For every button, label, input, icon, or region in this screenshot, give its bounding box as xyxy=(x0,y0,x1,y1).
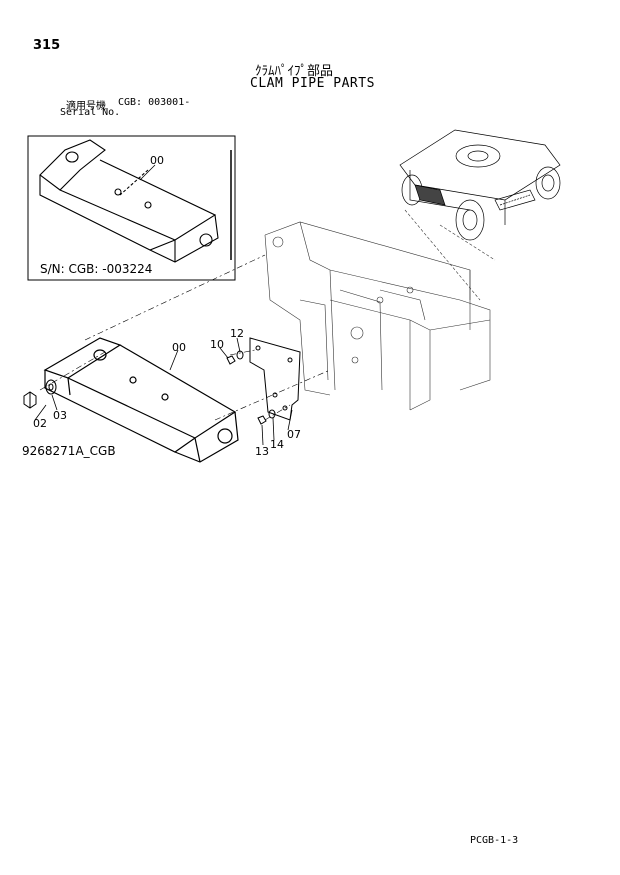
callout-13: 13 xyxy=(255,445,269,458)
bolt-02 xyxy=(23,391,37,409)
plate-07 xyxy=(249,337,301,421)
footer-code: PCGB-1-3 xyxy=(470,835,519,846)
page-title-jp: ｸﾗﾑﾊﾟｲﾌﾟ部品 xyxy=(255,64,334,79)
serial-label-jp: 適用号機 xyxy=(66,101,106,112)
page-title-en: CLAM PIPE PARTS xyxy=(250,76,375,91)
serial-label-en: Serial No. xyxy=(60,107,121,118)
inset-serial-note: S/N: CGB: -003224 xyxy=(40,262,153,276)
callout-14: 14 xyxy=(270,438,284,451)
callout-00: 00 xyxy=(172,341,186,354)
machine-overview xyxy=(399,129,561,241)
callout-leaders xyxy=(34,164,293,446)
inset-bracket xyxy=(39,139,219,263)
callout-02: 02 xyxy=(33,417,47,430)
washer-14 xyxy=(268,409,276,419)
bolt-10 xyxy=(226,355,236,365)
washer-12 xyxy=(236,350,244,360)
callout-07: 07 xyxy=(287,428,301,441)
machine-frame xyxy=(264,209,496,411)
inset-frame xyxy=(27,135,236,281)
main-bracket xyxy=(43,337,239,463)
callout-10: 10 xyxy=(210,338,224,351)
page-number: 315 xyxy=(33,38,61,53)
illustration-code: 9268271A_CGB xyxy=(22,444,116,458)
callout-inset-00: 00 xyxy=(150,154,164,167)
callout-03: 03 xyxy=(53,409,67,422)
leader-lines xyxy=(39,254,331,421)
callout-12: 12 xyxy=(230,327,244,340)
serial-code: CGB: 003001- xyxy=(118,97,191,108)
bolt-13 xyxy=(257,415,267,425)
washer-03 xyxy=(45,379,57,395)
